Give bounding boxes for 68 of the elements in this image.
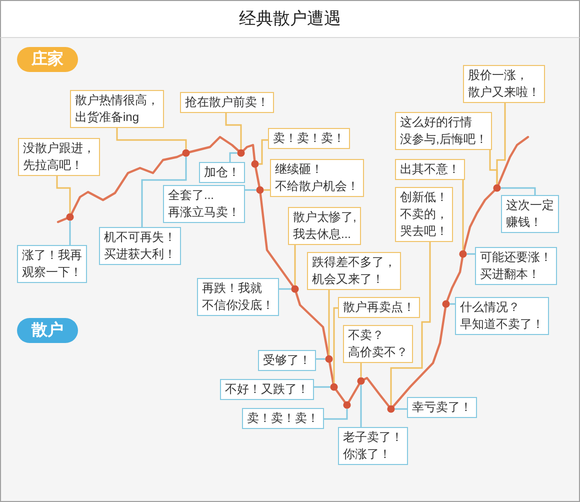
data-point [357, 377, 365, 385]
data-point [330, 383, 338, 391]
speech-callout: 不好！又跌了！ [220, 379, 314, 400]
leader-line [245, 189, 256, 191]
speech-callout: 散户热情很高，出货准备ing [70, 90, 164, 128]
leader-line [116, 128, 187, 150]
leader-line [450, 303, 455, 305]
data-point [343, 401, 351, 409]
speech-callout: 散户太惨了,我去休息... [288, 207, 362, 245]
speech-callout: 幸亏卖了！ [407, 397, 477, 418]
leader-line [360, 384, 362, 427]
leader-line [316, 358, 326, 360]
leader-line [229, 152, 238, 162]
leader-line [264, 189, 270, 191]
speech-callout: 继续砸！不给散户机会！ [270, 159, 364, 197]
leader-line [294, 245, 296, 286]
data-point [182, 149, 190, 157]
data-point [493, 184, 501, 192]
leader-line [390, 242, 431, 406]
speech-callout: 受够了！ [258, 350, 316, 371]
speech-callout: 卖！卖！卖！ [268, 128, 350, 149]
leader-line [69, 220, 71, 245]
data-point [251, 160, 259, 168]
speech-callout: 卖！卖！卖！ [242, 408, 324, 429]
speech-callout: 可能还要涨！买进翻本！ [475, 247, 557, 285]
leader-line [466, 253, 475, 255]
leader-line [324, 408, 348, 420]
speech-callout: 全套了...再涨立马卖！ [163, 185, 245, 223]
data-point [442, 300, 450, 308]
speech-callout: 什么情况？早知道不卖了！ [455, 297, 549, 335]
speech-callout: 没散户跟进，先拉高吧！ [18, 138, 100, 176]
speech-callout: 这么好的行情没参与,后悔吧！ [395, 112, 492, 150]
speech-callout: 再跌！我就不信你没底！ [197, 278, 279, 316]
leader-line [500, 187, 536, 195]
speech-callout: 创新低！不卖的，哭去吧！ [395, 187, 453, 242]
data-point [66, 213, 74, 221]
speech-callout: 老子卖了！你涨了！ [338, 427, 408, 465]
speech-callout: 机不可再失！买进获大利！ [99, 227, 181, 265]
data-point [237, 149, 245, 157]
leader-line [333, 307, 338, 384]
speech-callout: 散户再卖点！ [338, 297, 420, 318]
leader-line [141, 156, 187, 227]
category-tag: 庄家 [17, 47, 78, 72]
leader-line [462, 180, 464, 250]
leader-line [258, 139, 268, 165]
leader-line [328, 290, 330, 356]
speech-callout: 涨了！我再观察一下！ [17, 245, 87, 283]
leader-line [56, 176, 71, 214]
title: 经典散户遭遇 [239, 9, 341, 29]
leader-line [360, 363, 362, 378]
data-point [387, 405, 395, 413]
speech-callout: 不卖？高价卖不？ [343, 325, 413, 363]
data-point [291, 285, 299, 293]
speech-callout: 股价一涨，散户又来啦！ [463, 65, 545, 103]
speech-callout: 这次一定赚钱！ [501, 195, 559, 233]
speech-callout: 加仓！ [199, 162, 245, 183]
leader-line [394, 408, 407, 410]
speech-callout: 跌得差不多了，机会又来了！ [307, 252, 401, 290]
leader-line [314, 386, 330, 388]
leader-line [225, 113, 242, 150]
category-tag: 散户 [17, 318, 78, 343]
speech-callout: 出其不意！ [395, 159, 465, 180]
leader-line [279, 288, 292, 290]
data-point [459, 250, 467, 258]
data-point [256, 186, 264, 194]
leader-line [496, 103, 506, 184]
speech-callout: 抢在散户前卖！ [180, 92, 274, 113]
data-point [325, 355, 333, 363]
